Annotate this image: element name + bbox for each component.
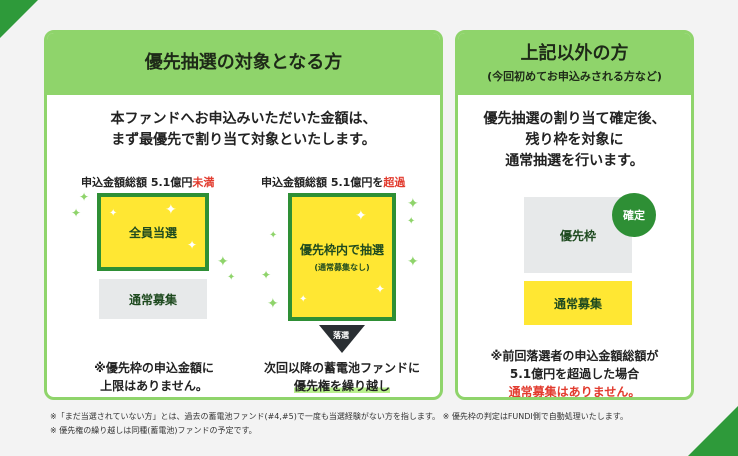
footnote-line: ※ 優先権の繰り越しは同種(蓄電池)ファンドの予定です。 xyxy=(50,426,257,435)
sparkle-icon: ✦ xyxy=(227,272,236,283)
label-emphasis: 未満 xyxy=(192,176,215,189)
sparkle-icon: ✦ xyxy=(269,230,278,241)
sparkle-icon: ✦ xyxy=(407,216,416,227)
sparkle-icon: ✦ xyxy=(187,238,198,252)
badge-text: 確定 xyxy=(623,209,645,222)
priority-panel-lead: 本ファンドへお申込みいただいた金額は、 まず最優先で割り当て対象といたします。 xyxy=(47,109,440,151)
label-text: 申込金額総額 5.1億円を xyxy=(261,176,384,189)
sparkle-icon: ✦ xyxy=(375,282,386,296)
priority-panel-title: 優先抽選の対象となる方 xyxy=(144,52,343,73)
down-arrow-icon xyxy=(319,325,365,353)
others-panel-title: 上記以外の方 xyxy=(520,43,629,64)
lead-line: まず最優先で割り当て対象といたします。 xyxy=(111,132,376,148)
box-label: 全員当選 xyxy=(128,225,177,240)
lead-line: 残り枠を対象に xyxy=(525,132,624,148)
note-line: 5.1億円を超過した場合 xyxy=(509,367,640,381)
lead-line: 通常抽選を行います。 xyxy=(505,153,644,169)
corner-decoration-top-left xyxy=(0,0,38,38)
others-panel-header: 上記以外の方 (今回初めてお申込みされる方など) xyxy=(458,33,691,95)
box-label: 優先枠 xyxy=(559,228,596,243)
priority-panel-header: 優先抽選の対象となる方 xyxy=(47,33,440,95)
carryover-highlight: 優先権を繰り越し xyxy=(293,379,390,393)
priority-lottery-box: 優先枠内で抽選 (通常募集なし) xyxy=(288,193,396,321)
priority-lottery-panel: 優先抽選の対象となる方 本ファンドへお申込みいただいた金額は、 まず最優先で割り… xyxy=(44,30,443,400)
note-line-emphasis: 通常募集はありません。 xyxy=(508,385,641,399)
col2-note: 次回以降の蓄電池ファンドに 優先権を繰り越し xyxy=(247,359,437,395)
label-emphasis: 超過 xyxy=(383,176,406,189)
footnote-line: ※「まだ当選されていない方」とは、過去の蓄電池ファンド(#4,#5)で一度も当選… xyxy=(50,412,628,421)
sparkle-icon: ✦ xyxy=(407,196,419,212)
others-panel-subtitle: (今回初めてお申込みされる方など) xyxy=(487,70,662,83)
sparkle-icon: ✦ xyxy=(165,202,177,218)
over-threshold-label: 申込金額総額 5.1億円を超過 xyxy=(261,174,405,190)
col1-note: ※優先枠の申込金額に 上限はありません。 xyxy=(69,359,239,395)
all-winners-box: 全員当選 xyxy=(97,193,209,271)
sparkle-icon: ✦ xyxy=(217,254,229,270)
box-label: 通常募集 xyxy=(553,296,602,311)
sparkle-icon: ✦ xyxy=(261,268,272,282)
sparkle-icon: ✦ xyxy=(109,208,118,219)
sparkle-icon: ✦ xyxy=(407,254,419,270)
sparkle-icon: ✦ xyxy=(355,208,367,224)
confirmed-badge: 確定 xyxy=(612,193,656,237)
sparkle-icon: ✦ xyxy=(299,294,308,305)
regular-offering-box: 通常募集 xyxy=(99,279,207,319)
note-line: 次回以降の蓄電池ファンドに xyxy=(263,361,420,375)
sparkle-icon: ✦ xyxy=(79,190,90,204)
box-sublabel: (通常募集なし) xyxy=(314,263,370,272)
under-threshold-label: 申込金額総額 5.1億円未満 xyxy=(81,174,214,190)
sparkle-icon: ✦ xyxy=(267,296,279,312)
note-line: ※前回落選者の申込金額総額が xyxy=(490,349,659,363)
label-text: 申込金額総額 5.1億円 xyxy=(81,176,193,189)
lead-line: 優先抽選の割り当て確定後、 xyxy=(483,111,666,127)
corner-decoration-bottom-right xyxy=(688,406,738,456)
box-label: 優先枠内で抽選 xyxy=(299,243,384,257)
others-panel-lead: 優先抽選の割り当て確定後、 残り枠を対象に 通常抽選を行います。 xyxy=(458,109,691,172)
regular-offering-box: 通常募集 xyxy=(524,281,632,325)
others-note: ※前回落選者の申込金額総額が 5.1億円を超過した場合 通常募集はありません。 xyxy=(458,347,691,399)
lead-line: 本ファンドへお申込みいただいた金額は、 xyxy=(110,111,377,127)
box-label: 通常募集 xyxy=(128,292,177,307)
note-line: 上限はありません。 xyxy=(100,379,208,393)
others-panel: 上記以外の方 (今回初めてお申込みされる方など) 優先抽選の割り当て確定後、 残… xyxy=(455,30,694,400)
note-line: ※優先枠の申込金額に xyxy=(94,361,214,375)
sparkle-icon: ✦ xyxy=(71,206,82,220)
losing-label: 落選 xyxy=(333,331,349,340)
